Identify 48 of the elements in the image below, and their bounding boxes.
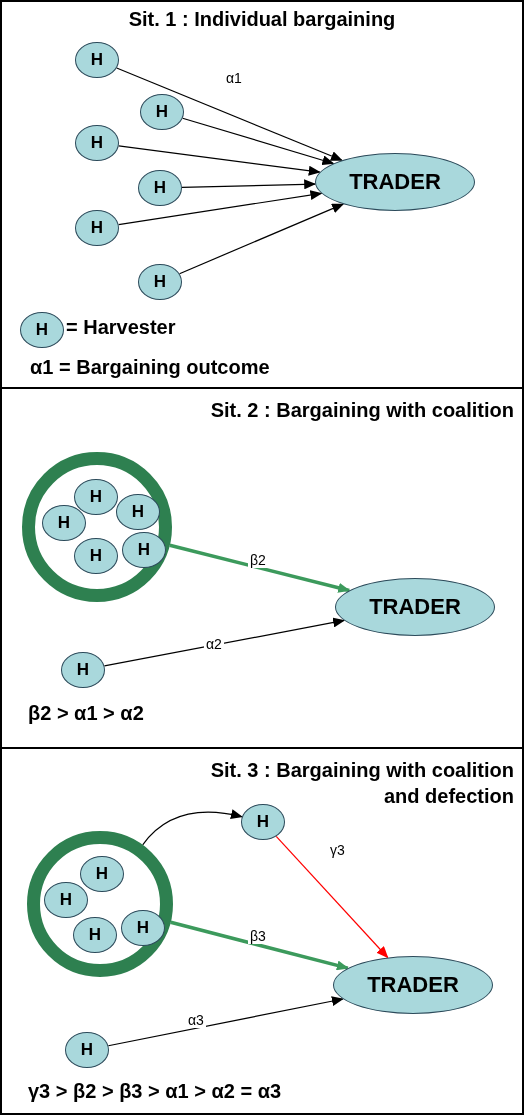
panel-frame	[0, 747, 524, 1115]
arrow	[169, 543, 351, 593]
arrow	[118, 190, 323, 226]
harvester-ellipse: H	[74, 479, 118, 515]
harvester-ellipse: H	[61, 652, 105, 688]
arrow	[182, 117, 335, 166]
legend-text: = Harvester	[66, 316, 176, 339]
harvester-ellipse: H	[122, 532, 166, 568]
panel-frame	[0, 387, 524, 749]
trader-ellipse: TRADER	[335, 578, 495, 636]
harvester-ellipse: H	[20, 312, 64, 348]
harvester-ellipse: H	[74, 538, 118, 574]
harvester-ellipse: H	[121, 910, 165, 946]
arrow	[178, 203, 345, 275]
harvester-ellipse: H	[140, 94, 184, 130]
harvester-ellipse: H	[75, 210, 119, 246]
arrow	[118, 145, 321, 176]
harvester-ellipse: H	[80, 856, 124, 892]
edge-label: α2	[204, 636, 224, 652]
arrow	[107, 996, 344, 1047]
edge-label: β2	[248, 552, 268, 568]
legend-text: α1 = Bargaining outcome	[30, 356, 270, 379]
harvester-ellipse: H	[42, 505, 86, 541]
harvester-ellipse: H	[241, 804, 285, 840]
harvester-ellipse: H	[75, 125, 119, 161]
trader-ellipse: TRADER	[315, 153, 475, 211]
arrow	[181, 179, 317, 190]
trader-ellipse: TRADER	[333, 956, 493, 1014]
arrow	[142, 809, 243, 846]
arrow	[103, 617, 346, 667]
harvester-ellipse: H	[73, 917, 117, 953]
arrow	[170, 920, 349, 971]
harvester-ellipse: H	[116, 494, 160, 530]
arrow	[116, 67, 343, 161]
panel-title: Sit. 2 : Bargaining with coalition	[210, 398, 514, 423]
edge-label: γ3	[328, 842, 347, 858]
panel-frame	[0, 0, 524, 389]
legend-text: β2 > α1 > α2	[28, 702, 144, 725]
edge-label: β3	[248, 928, 268, 944]
edge-label: α3	[186, 1012, 206, 1028]
legend-text: γ3 > β2 > β3 > α1 > α2 = α3	[28, 1080, 282, 1103]
harvester-ellipse: H	[75, 42, 119, 78]
edge-label: α1	[224, 70, 244, 86]
harvester-ellipse: H	[138, 264, 182, 300]
harvester-ellipse: H	[138, 170, 182, 206]
harvester-ellipse: H	[44, 882, 88, 918]
harvester-ellipse: H	[65, 1032, 109, 1068]
panel-title: Sit. 1 : Individual bargaining	[127, 7, 397, 32]
